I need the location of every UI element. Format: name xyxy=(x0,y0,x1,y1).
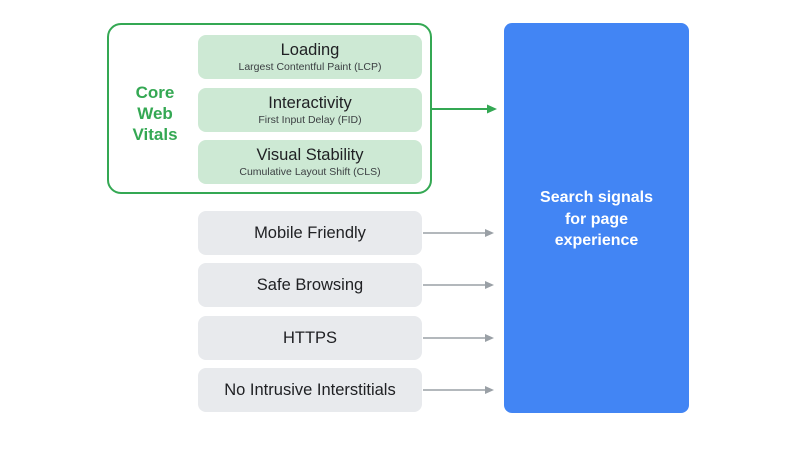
https-arrow xyxy=(423,334,494,342)
core-web-vitals-label: Core Web Vitals xyxy=(115,82,195,145)
metric-subtitle: First Input Delay (FID) xyxy=(258,113,362,126)
cwv-label-line-1: Core xyxy=(135,83,175,102)
no-intrusive-interstitials-arrow xyxy=(423,386,494,394)
mobile-friendly-arrow xyxy=(423,229,494,237)
page-experience-line-3: experience xyxy=(554,232,639,249)
metric-loading-box: Loading Largest Contentful Paint (LCP) xyxy=(198,35,422,79)
metric-title: Loading xyxy=(280,40,340,59)
signal-mobile-friendly-box: Mobile Friendly xyxy=(198,211,422,255)
signal-no-intrusive-interstitials-box: No Intrusive Interstitials xyxy=(198,368,422,412)
signal-https-box: HTTPS xyxy=(198,316,422,360)
cwv-label-line-3: Vitals xyxy=(132,125,178,144)
safe-browsing-arrow xyxy=(423,281,494,289)
metric-subtitle: Largest Contentful Paint (LCP) xyxy=(238,60,382,73)
cwv-label-line-2: Web xyxy=(137,104,173,123)
metric-subtitle: Cumulative Layout Shift (CLS) xyxy=(239,165,381,178)
page-experience-line-2: for page xyxy=(564,210,629,228)
page-experience-panel: Search signals for page experience xyxy=(504,23,689,413)
page-experience-line-1: Search signals xyxy=(540,189,653,206)
page-experience-label: Search signals for page experience xyxy=(504,187,689,252)
signal-safe-browsing-box: Safe Browsing xyxy=(198,263,422,307)
metric-interactivity-box: Interactivity First Input Delay (FID) xyxy=(198,88,422,132)
metric-title: Visual Stability xyxy=(256,145,364,164)
core-web-vitals-arrow xyxy=(432,104,497,114)
core-web-vitals-group xyxy=(107,23,432,194)
metric-title: Interactivity xyxy=(268,93,352,112)
metric-visual-stability-box: Visual Stability Cumulative Layout Shift… xyxy=(198,140,422,184)
